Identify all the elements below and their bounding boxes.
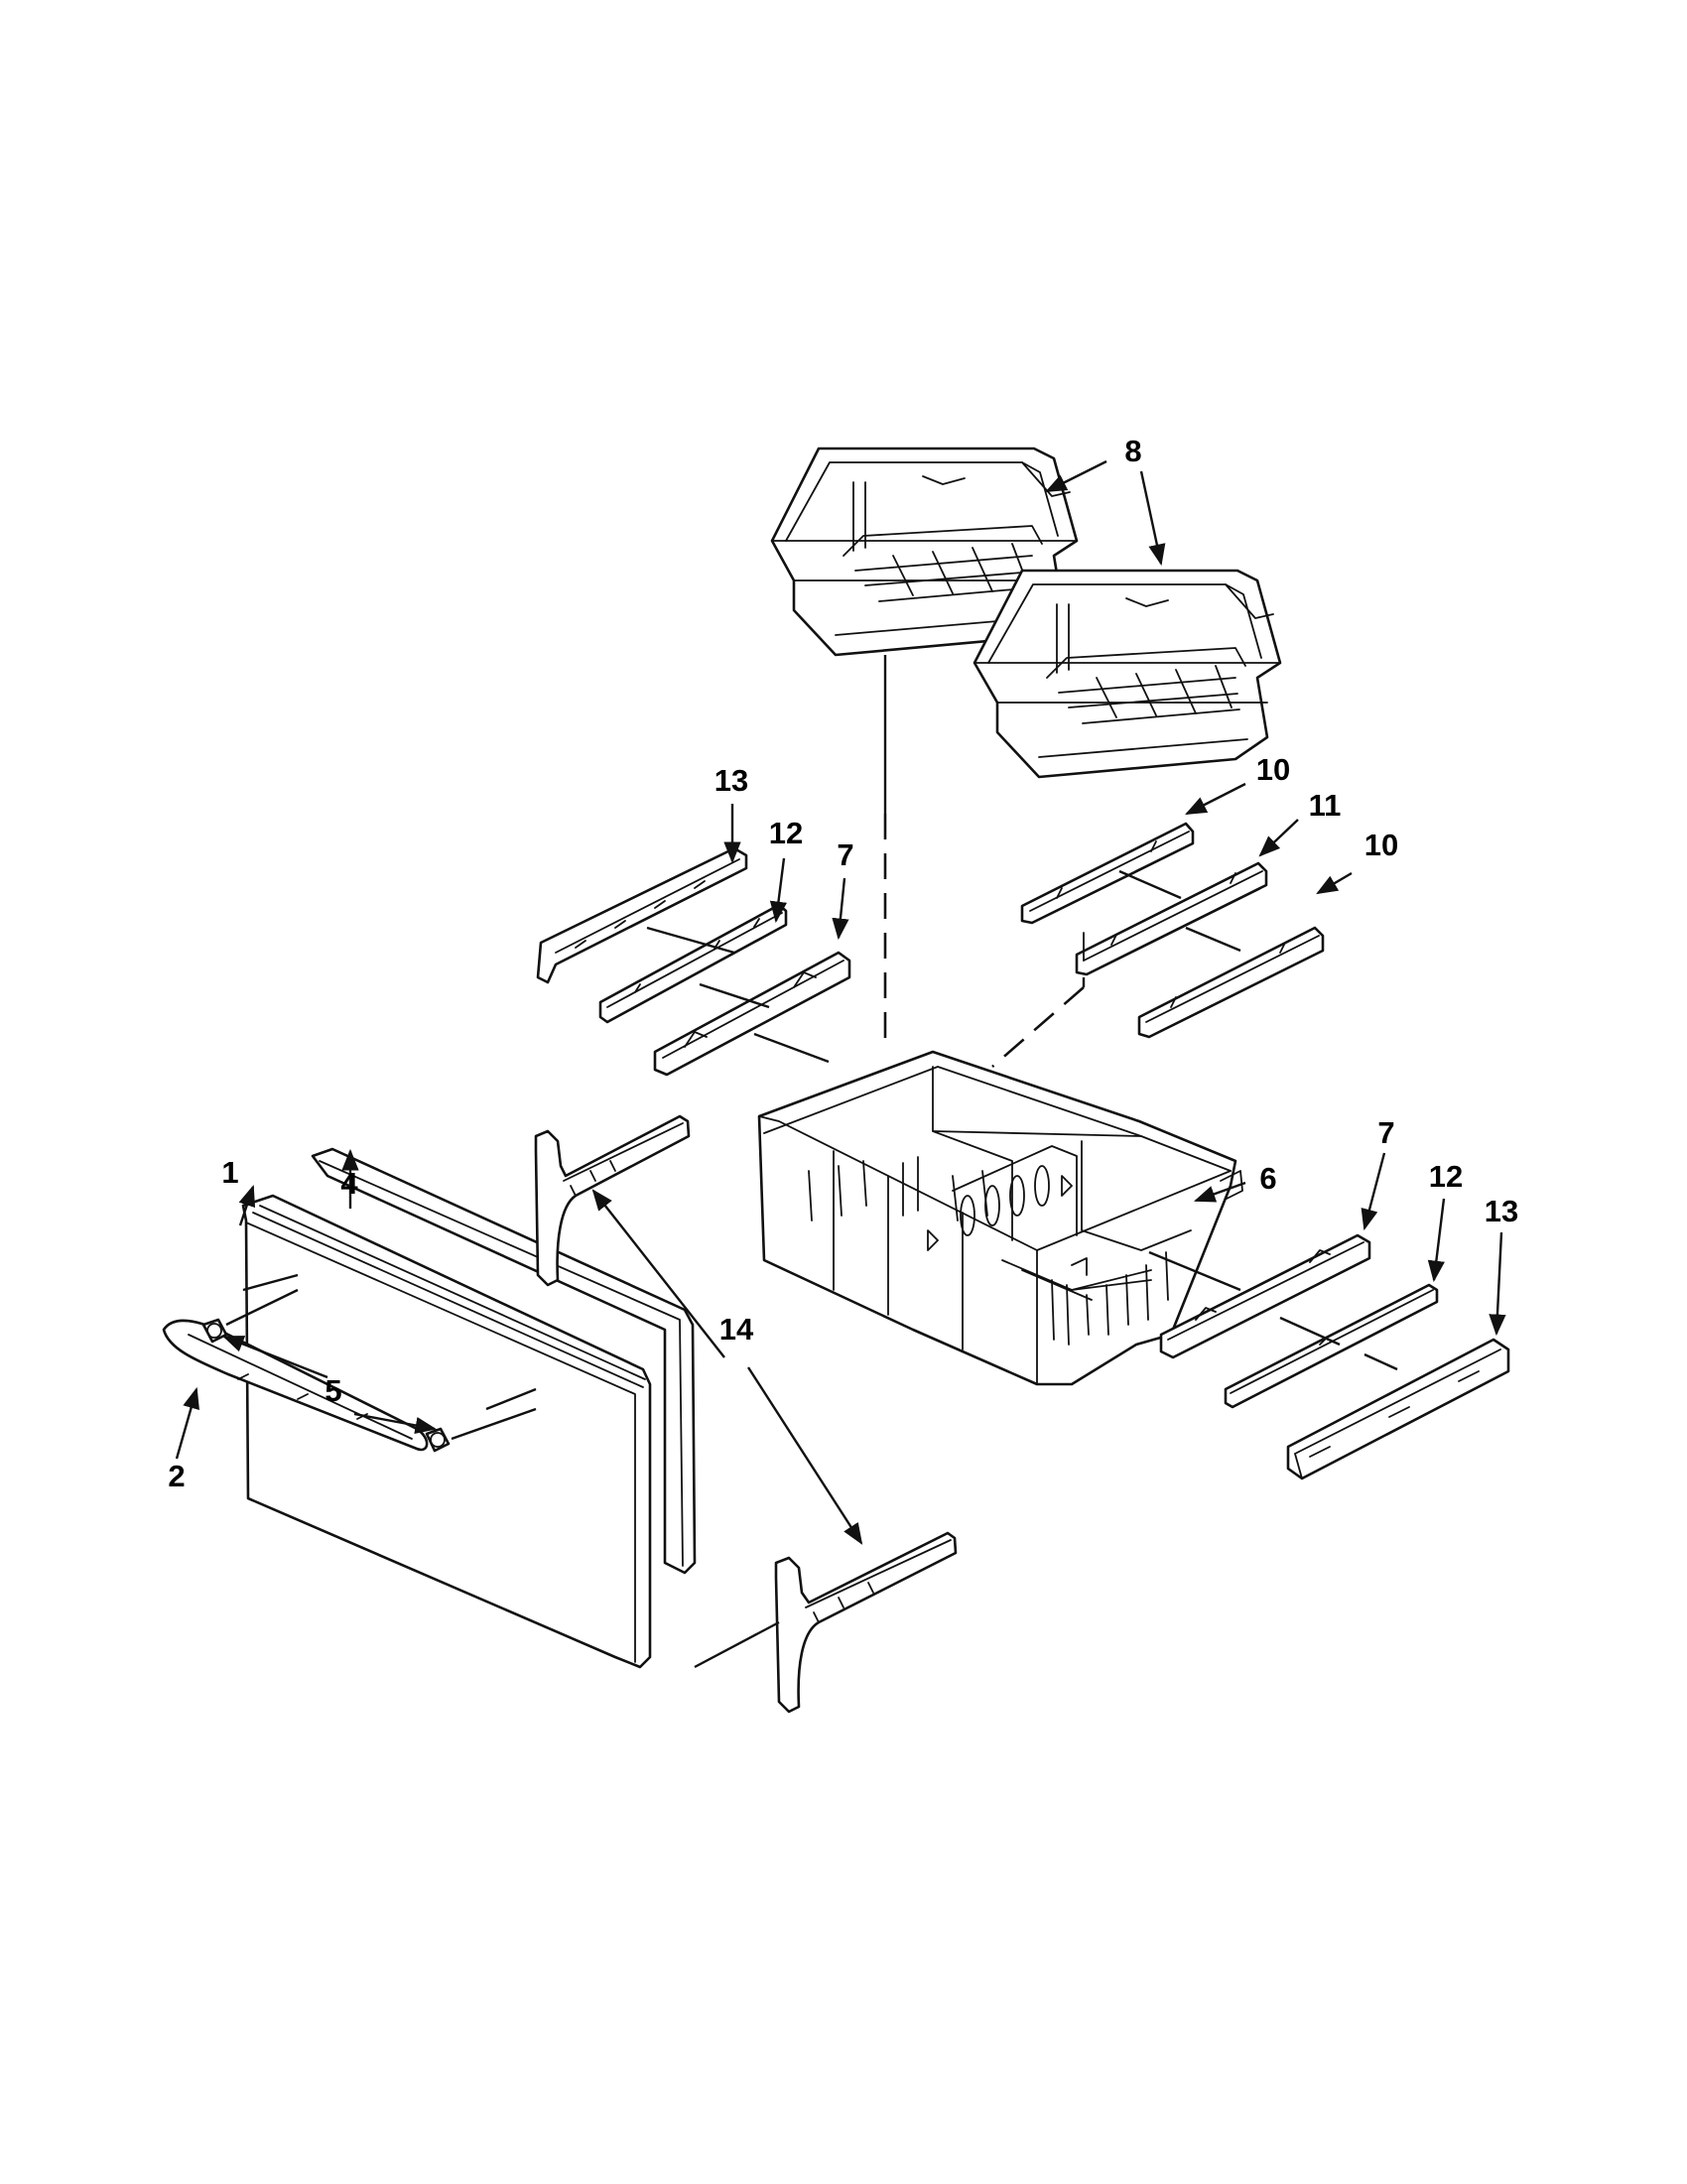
- drawer-handle: [162, 1319, 429, 1452]
- callout-5: 5: [324, 1373, 341, 1408]
- callout-13-lower: 13: [1485, 1194, 1518, 1228]
- callout-7-lower: 7: [1377, 1115, 1394, 1150]
- callout-8-left: 8: [1124, 434, 1141, 468]
- callout-10-upper: 10: [1256, 752, 1290, 787]
- callout-11: 11: [1309, 788, 1342, 823]
- callout-10-lower: 10: [1364, 828, 1398, 862]
- main-basket: [757, 1050, 1243, 1386]
- door-gasket: [311, 1147, 697, 1575]
- callout-2: 2: [168, 1459, 185, 1493]
- handle-screw-left: [201, 1318, 228, 1344]
- callout-13-upper: 13: [714, 763, 748, 798]
- rail-bracket-upper-left: [653, 951, 851, 1077]
- callout-1: 1: [221, 1155, 238, 1190]
- callout-14: 14: [719, 1312, 754, 1347]
- slide-rail-upper-right-a: [1020, 822, 1195, 925]
- upper-basket-right: [973, 569, 1282, 779]
- callout-4: 4: [340, 1166, 358, 1201]
- drawer-bracket-upper: [534, 1114, 691, 1287]
- callout-7-upper: 7: [837, 837, 853, 872]
- rail-cover-lower-right: [1286, 1338, 1510, 1480]
- callout-12-lower: 12: [1429, 1159, 1463, 1194]
- slide-rail-upper-right-b: [1137, 926, 1325, 1039]
- drawer-bracket-lower: [774, 1531, 958, 1714]
- callout-12-upper: 12: [769, 816, 803, 850]
- rail-bracket-lower-right: [1159, 1233, 1371, 1359]
- callout-6: 6: [1259, 1161, 1276, 1196]
- slide-rail-center-right: [1075, 861, 1268, 976]
